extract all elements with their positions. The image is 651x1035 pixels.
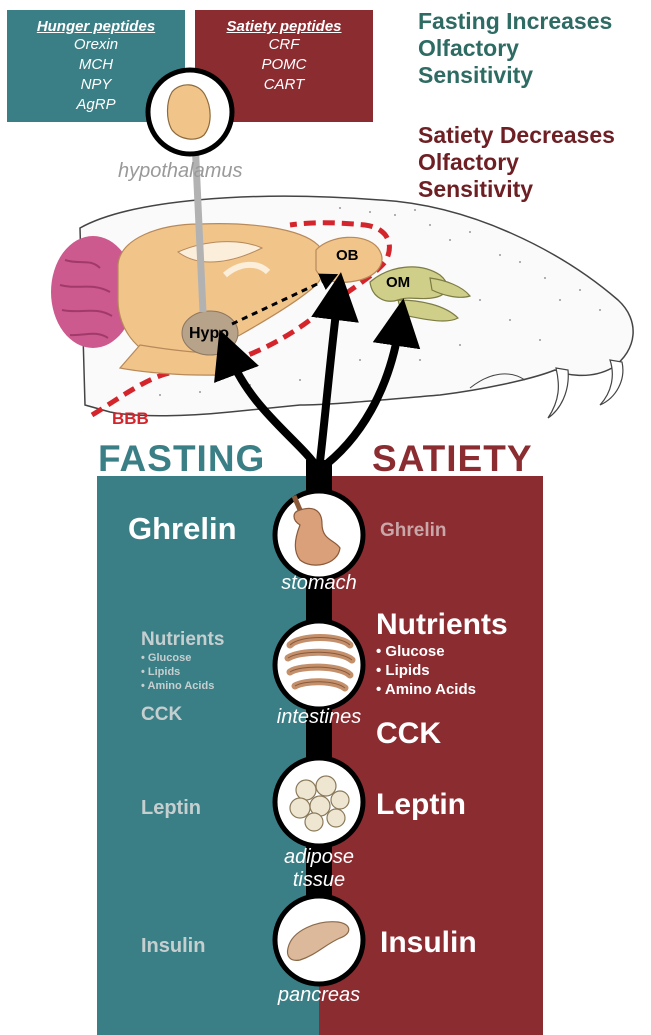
adipose-circle (275, 758, 363, 846)
fasting-nutrient-item: • Lipids (141, 665, 214, 679)
satiety-nutrients: Nutrients (376, 608, 508, 642)
fasting-cck: CCK (141, 704, 182, 726)
hypothalamus-circle (148, 70, 232, 154)
pancreas-circle (275, 896, 363, 984)
intestines-label: intestines (259, 706, 379, 729)
adipose-label-line: adipose (259, 846, 379, 869)
ob-label: OB (336, 247, 359, 264)
satiety-cck: CCK (376, 717, 441, 751)
fasting-nutrient-item: • Glucose (141, 651, 214, 665)
hypo-label: Hypo (189, 325, 229, 343)
hypothalamus-label: hypothalamus (118, 160, 243, 183)
om-label: OM (386, 274, 410, 291)
pancreas-label: pancreas (259, 984, 379, 1007)
satiety-nutrient-item: • Amino Acids (376, 680, 476, 699)
satiety-leptin: Leptin (376, 788, 466, 822)
bbb-label: BBB (112, 409, 149, 429)
fasting-leptin: Leptin (141, 797, 201, 820)
fasting-ghrelin: Ghrelin (128, 511, 237, 547)
satiety-ghrelin: Ghrelin (380, 520, 447, 542)
intestines-circle (275, 621, 363, 709)
fasting-nutrients: Nutrients (141, 629, 224, 651)
satiety-nutrient-item: • Lipids (376, 661, 476, 680)
adipose-label-line: tissue (259, 869, 379, 892)
satiety-nutrient-item: • Glucose (376, 642, 476, 661)
fasting-insulin: Insulin (141, 935, 205, 958)
stomach-label: stomach (259, 572, 379, 595)
satiety-nutrient-list: • Glucose • Lipids • Amino Acids (376, 642, 476, 699)
fasting-nutrient-list: • Glucose • Lipids • Amino Acids (141, 651, 214, 693)
adipose-label: adipose tissue (259, 846, 379, 892)
satiety-insulin: Insulin (380, 926, 477, 960)
stomach-circle (275, 491, 363, 579)
fasting-nutrient-item: • Amino Acids (141, 679, 214, 693)
